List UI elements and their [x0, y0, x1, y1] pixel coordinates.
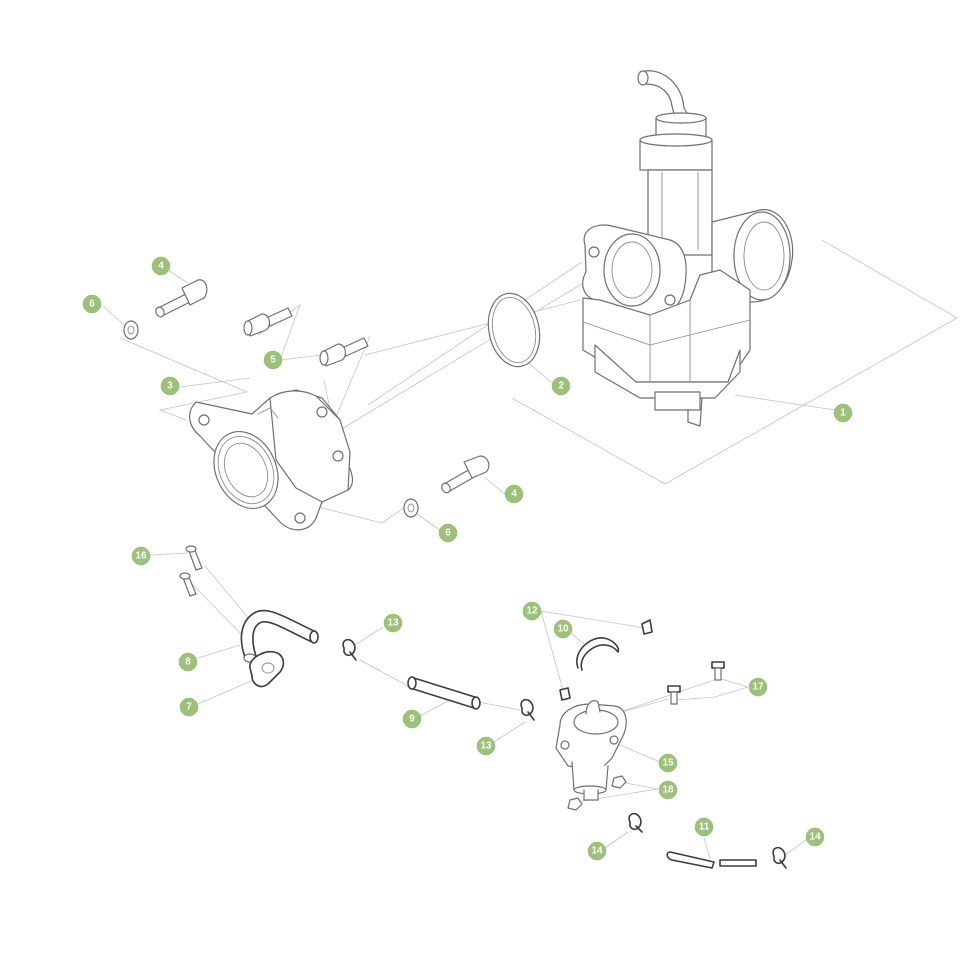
- svg-text:6: 6: [445, 528, 451, 539]
- svg-text:8: 8: [185, 657, 191, 668]
- callout-14-right[interactable]: 14: [805, 827, 825, 847]
- svg-text:4: 4: [158, 261, 164, 272]
- callout-6-upper[interactable]: 6: [82, 294, 102, 314]
- carburetor-assembly: [582, 70, 794, 427]
- hose-clamp-13-left: [342, 638, 357, 661]
- svg-text:5: 5: [270, 355, 276, 366]
- svg-text:15: 15: [662, 758, 674, 769]
- nut-18-right: [611, 775, 627, 789]
- svg-text:14: 14: [809, 832, 821, 843]
- svg-text:6: 6: [89, 299, 95, 310]
- callout-13-upper[interactable]: 13: [383, 613, 403, 633]
- vent-hose-11: [666, 851, 757, 869]
- washer-6-lower: [403, 498, 419, 518]
- callout-18[interactable]: 18: [658, 780, 678, 800]
- spring-clip-10: [576, 637, 620, 671]
- callout-10[interactable]: 10: [553, 619, 573, 639]
- fuel-pump-15: [555, 700, 627, 801]
- callout-12[interactable]: 12: [522, 601, 542, 621]
- svg-text:18: 18: [662, 785, 674, 796]
- callout-1[interactable]: 1: [833, 403, 853, 423]
- svg-text:13: 13: [480, 741, 492, 752]
- callout-6-lower[interactable]: 6: [438, 523, 458, 543]
- svg-text:2: 2: [558, 381, 564, 392]
- bolt-17-right: [711, 661, 725, 681]
- svg-text:17: 17: [752, 682, 764, 693]
- fuel-hose-9: [407, 676, 481, 710]
- callout-16[interactable]: 16: [131, 546, 151, 566]
- o-ring-gasket: [487, 292, 541, 368]
- svg-text:3: 3: [167, 381, 173, 392]
- callout-14-left[interactable]: 14: [587, 841, 607, 861]
- gasket-7: [249, 650, 285, 688]
- callout-13-lower[interactable]: 13: [476, 736, 496, 756]
- callout-4-lower[interactable]: 4: [504, 484, 524, 504]
- washer-6-upper: [123, 320, 139, 340]
- hose-clamp-14-left: [628, 812, 643, 833]
- svg-text:12: 12: [526, 606, 538, 617]
- bolt-5-upper: [243, 307, 293, 337]
- hose-clamp-14-right: [772, 846, 787, 869]
- screws-16: [179, 545, 203, 597]
- svg-text:11: 11: [699, 822, 710, 833]
- callout-5[interactable]: 5: [263, 350, 283, 370]
- callout-8[interactable]: 8: [178, 652, 198, 672]
- callout-9[interactable]: 9: [402, 709, 422, 729]
- svg-text:14: 14: [591, 846, 603, 857]
- svg-text:1: 1: [840, 408, 846, 419]
- svg-text:10: 10: [557, 624, 569, 635]
- bolt-17-left: [667, 685, 681, 705]
- bolt-5-lower: [319, 337, 369, 367]
- callout-3[interactable]: 3: [160, 376, 180, 396]
- clip-12-upper: [641, 619, 653, 635]
- fuel-pipe-8: [240, 609, 319, 663]
- bolt-4-lower: [441, 455, 490, 494]
- nut-18-left: [567, 797, 583, 811]
- bolt-4-upper: [155, 279, 208, 318]
- svg-text:7: 7: [186, 702, 192, 713]
- callout-4-upper[interactable]: 4: [151, 256, 171, 276]
- callout-2[interactable]: 2: [551, 376, 571, 396]
- svg-text:16: 16: [135, 551, 147, 562]
- svg-text:13: 13: [387, 618, 399, 629]
- callout-17[interactable]: 17: [748, 677, 768, 697]
- callout-7[interactable]: 7: [179, 697, 199, 717]
- clip-12-lower: [559, 687, 571, 701]
- intake-manifold: [189, 389, 354, 531]
- svg-text:4: 4: [511, 489, 517, 500]
- callout-15[interactable]: 15: [658, 753, 678, 773]
- callout-11[interactable]: 11: [694, 817, 714, 837]
- hose-clamp-13-right: [520, 698, 535, 721]
- svg-text:9: 9: [409, 714, 415, 725]
